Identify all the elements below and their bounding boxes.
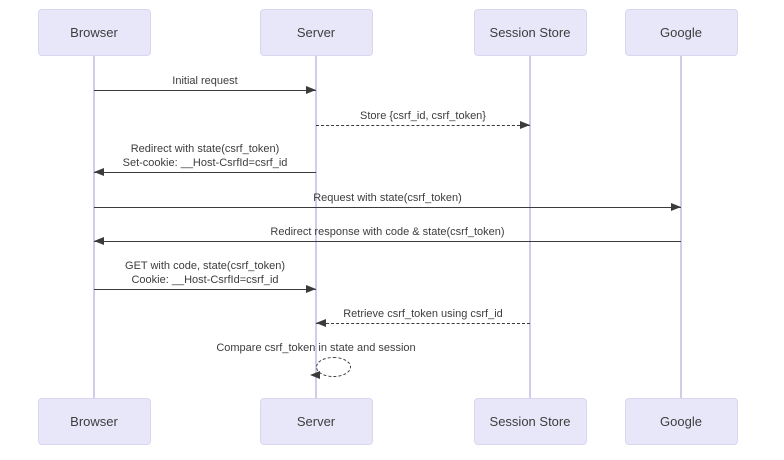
actor-top-box-google: Google — [624, 9, 738, 56]
message-label: Initial request — [172, 75, 238, 87]
actor-top-box-browser: Browser — [37, 9, 151, 56]
self-message-loop — [316, 357, 351, 377]
arrowhead-icon — [94, 237, 104, 245]
arrowhead-icon — [306, 285, 316, 293]
actor-top-box-server: Server — [259, 9, 373, 56]
message-line — [94, 172, 316, 173]
message-label: Redirect with state(csrf_token) — [130, 143, 280, 155]
message-label: Redirect response with code & state(csrf… — [270, 226, 505, 238]
arrowhead-icon — [306, 86, 316, 94]
message-label: Cookie: __Host-CsrfId=csrf_id — [131, 274, 279, 286]
lifeline-google — [680, 56, 682, 398]
message-label: Store {csrf_id, csrf_token} — [360, 110, 486, 122]
message-line — [94, 90, 316, 91]
actor-bottom-box-session-store: Session Store — [473, 398, 587, 445]
message-label: Compare csrf_token in state and session — [216, 342, 416, 354]
arrowhead-icon — [316, 319, 326, 327]
actor-top-box-session-store: Session Store — [473, 9, 587, 56]
message-line — [94, 289, 316, 290]
arrowhead-icon — [94, 168, 104, 176]
arrowhead-icon — [671, 203, 681, 211]
lifeline-server — [315, 56, 317, 398]
message-line — [316, 125, 530, 126]
arrowhead-icon — [310, 371, 320, 379]
message-label: Set-cookie: __Host-CsrfId=csrf_id — [122, 157, 288, 169]
message-line — [94, 241, 681, 242]
message-label: Request with state(csrf_token) — [313, 192, 462, 204]
lifeline-browser — [93, 56, 95, 398]
message-line — [94, 207, 681, 208]
lifeline-session-store — [529, 56, 531, 398]
actor-bottom-box-google: Google — [624, 398, 738, 445]
message-label: GET with code, state(csrf_token) — [125, 260, 285, 272]
actor-bottom-box-server: Server — [259, 398, 373, 445]
arrowhead-icon — [520, 121, 530, 129]
actor-bottom-box-browser: Browser — [37, 398, 151, 445]
message-line — [316, 323, 530, 324]
message-label: Retrieve csrf_token using csrf_id — [343, 308, 503, 320]
